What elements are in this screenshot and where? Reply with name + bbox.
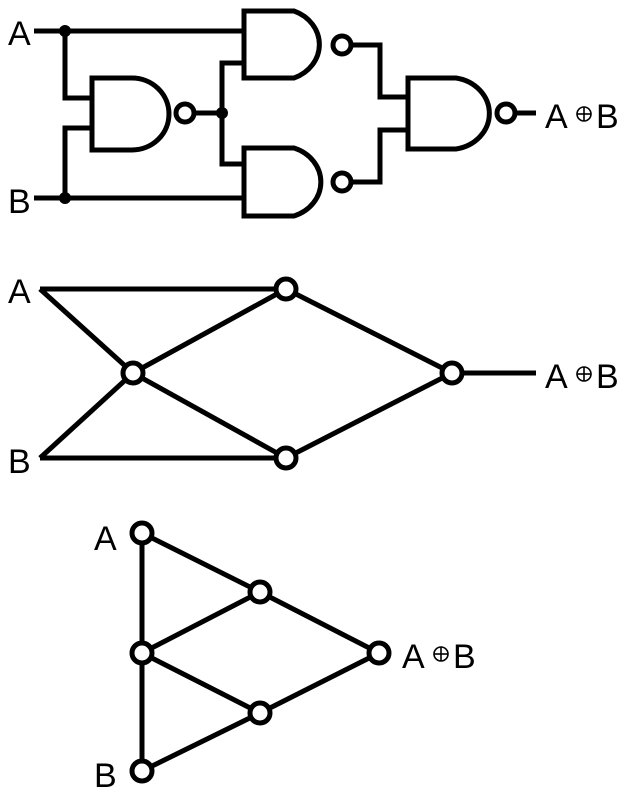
node-output (439, 360, 465, 386)
output-label-right: B (596, 98, 619, 136)
edge-bottom-out (284, 370, 454, 461)
wire-n2-out (352, 42, 408, 100)
nand-gate-1-bubble (173, 101, 197, 125)
edge-mid-upper (140, 589, 262, 656)
node-bottom (273, 445, 299, 471)
nand-gate-2-bubble (330, 33, 354, 57)
input-a-label: A (8, 273, 31, 311)
edge-lower-out (258, 650, 381, 716)
output-label-right: B (596, 358, 619, 396)
edge-b-mid (38, 371, 135, 460)
nand-gate-1 (89, 75, 172, 153)
edge-mid-top (131, 286, 288, 376)
node-mid (120, 360, 146, 386)
edge-upper-out (258, 589, 381, 656)
output-label-right: B (453, 638, 476, 676)
node-output (366, 640, 392, 666)
edge-top-out (284, 286, 454, 376)
node-top (273, 276, 299, 302)
node-upper (247, 579, 273, 605)
node-graph: A B A B (8, 273, 619, 481)
junction-dot-b (59, 192, 71, 204)
node-b (129, 758, 155, 784)
output-label-left: A (545, 98, 568, 136)
circled-plus-icon (576, 106, 592, 122)
input-a-label: A (94, 520, 117, 558)
input-a-label: A (8, 15, 31, 53)
circled-plus-icon (576, 366, 592, 382)
nand-gate-4 (405, 75, 492, 152)
node-a (129, 520, 155, 546)
output-label: A B (545, 98, 619, 136)
output-label: A B (402, 638, 476, 676)
edge-b-lower (140, 710, 262, 774)
output-label: A B (545, 358, 619, 396)
nand-gate-3 (241, 145, 324, 219)
triangle-graph: A B A B (94, 520, 476, 795)
nand-gate-4-bubble (494, 101, 518, 125)
nand-gate-3-bubble (330, 170, 354, 194)
circled-plus-icon (433, 646, 449, 662)
nand-circuit: A B A B (8, 8, 619, 221)
input-b-label: B (8, 183, 31, 221)
wire-b-up (62, 125, 92, 198)
input-b-label: B (8, 443, 31, 481)
node-lower (247, 700, 273, 726)
wire-n3-out (352, 127, 408, 185)
edge-mid-bottom (131, 370, 288, 461)
edge-a-mid (38, 287, 135, 375)
edge-a-upper (140, 530, 262, 595)
nand-gate-2 (241, 8, 322, 81)
output-label-left: A (545, 358, 568, 396)
edge-mid-lower (140, 650, 262, 716)
input-b-label: B (94, 757, 117, 795)
wire-a-down (62, 31, 92, 101)
junction-dot-mid (216, 107, 228, 119)
node-mid (129, 640, 155, 666)
output-label-left: A (402, 638, 425, 676)
junction-dot-a (59, 25, 71, 37)
